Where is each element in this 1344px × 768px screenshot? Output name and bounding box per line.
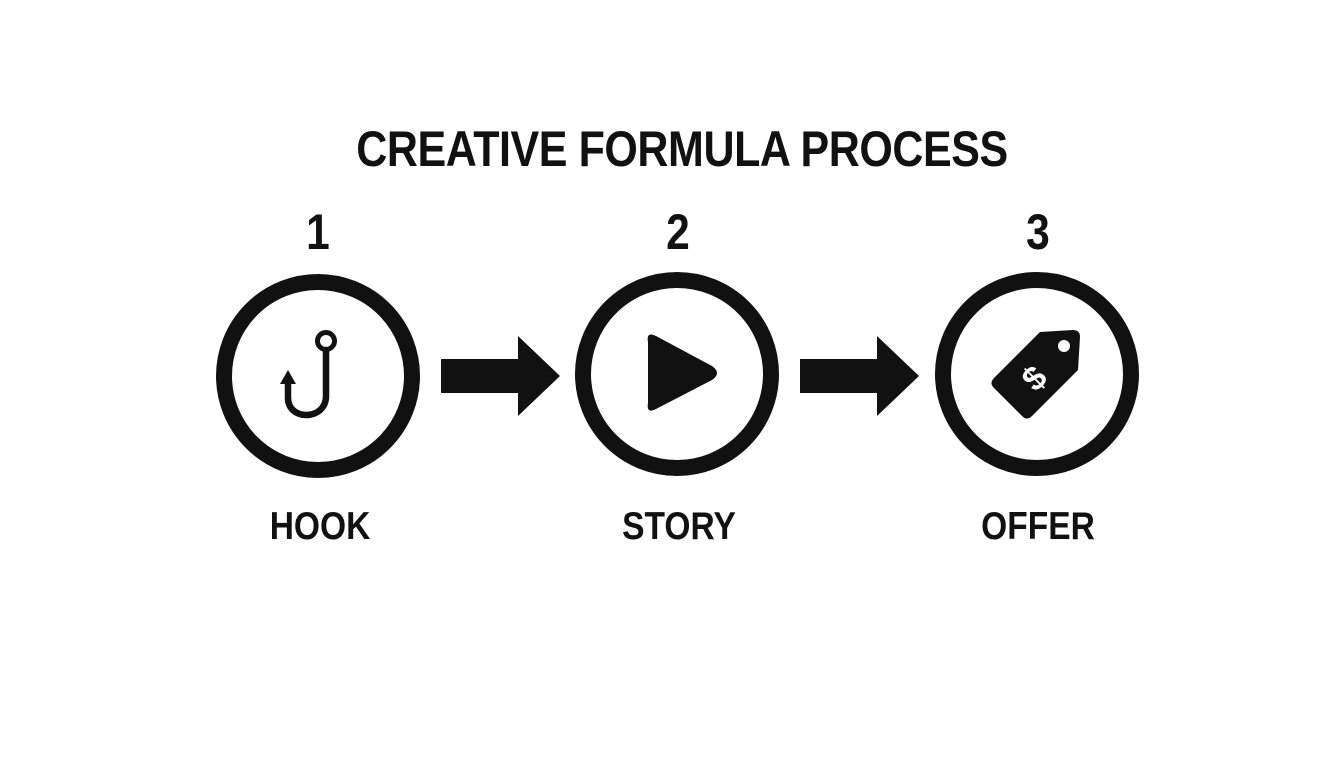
step-2-number: 2 [666, 204, 690, 260]
step-1-label: HOOK [269, 505, 371, 548]
step-2-node [575, 272, 779, 476]
arrow-2 [800, 336, 919, 416]
step-2-circle [575, 272, 779, 476]
step-1-circle [216, 274, 420, 478]
step-2-label: STORY [622, 505, 736, 548]
step-3-circle [935, 272, 1139, 476]
step-1-node [216, 274, 420, 478]
step-3-number: 3 [1026, 204, 1050, 260]
price-tag-icon: $ [991, 330, 1080, 419]
play-icon [647, 334, 717, 411]
step-1-number: 1 [306, 204, 330, 260]
step-3-label: OFFER [981, 505, 1095, 548]
diagram-title: CREATIVE FORMULA PROCESS [356, 121, 1008, 177]
step-3-node: $ [935, 272, 1139, 476]
arrow-1 [441, 336, 560, 416]
fish-hook-icon [280, 330, 337, 419]
